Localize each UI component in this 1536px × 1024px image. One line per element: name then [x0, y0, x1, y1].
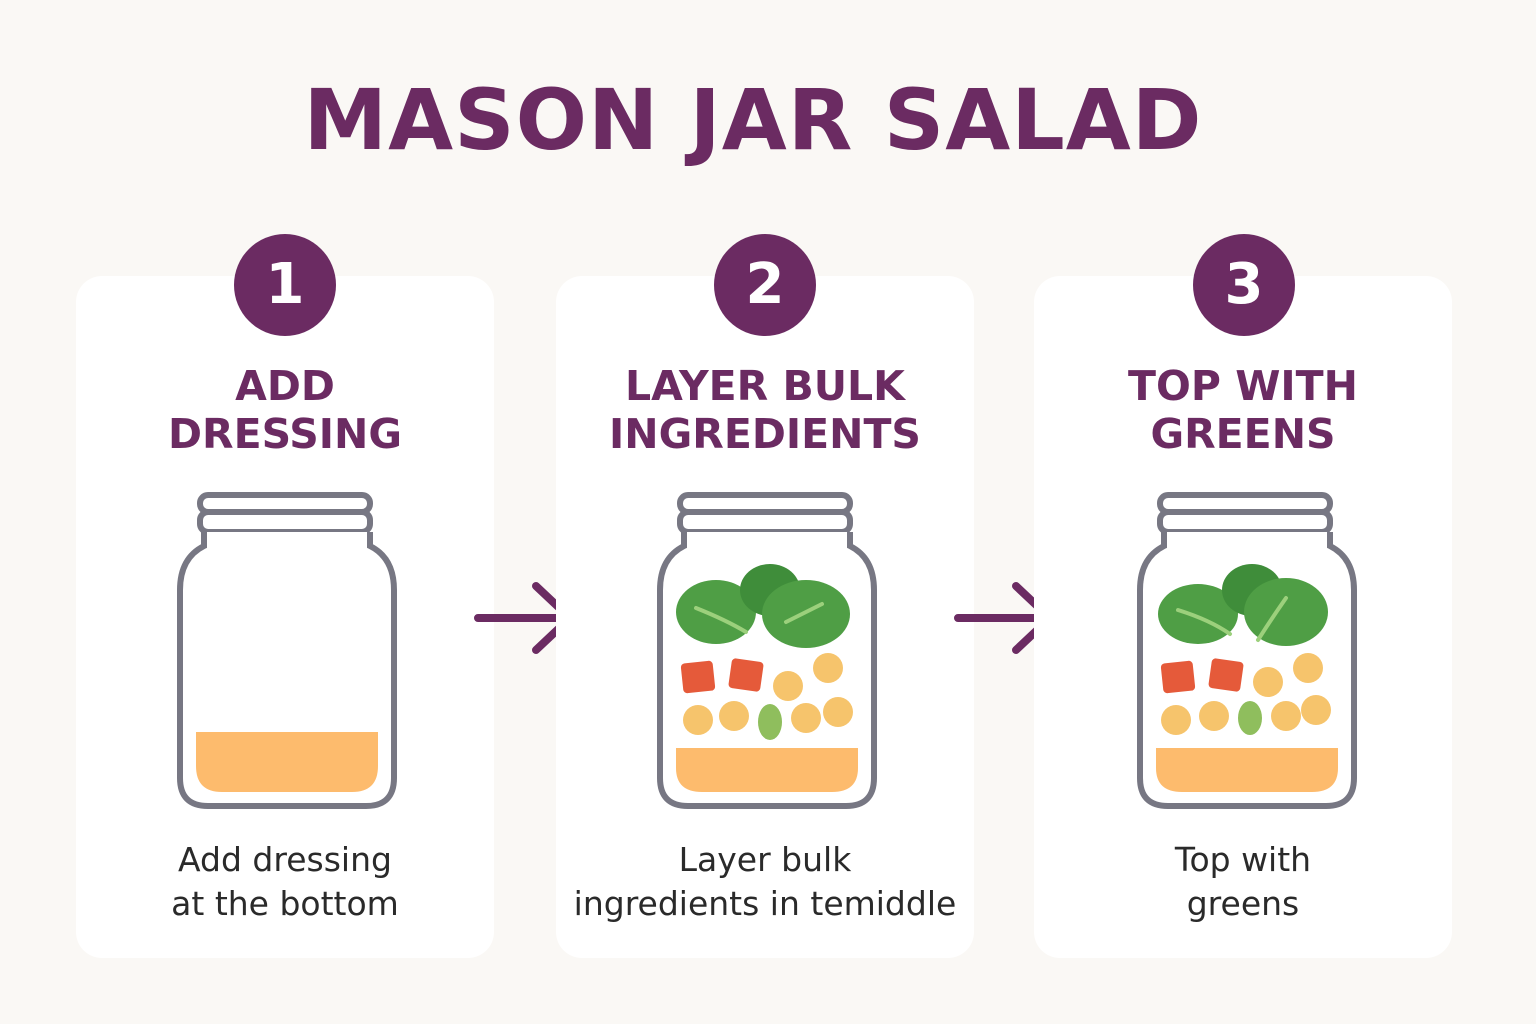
- chickpea-icon: [1161, 705, 1191, 735]
- step-title-line: ADD: [235, 362, 335, 410]
- step-title-line: LAYER BULK: [625, 362, 905, 410]
- dressing-layer: [196, 732, 378, 792]
- step-number-badge: 3: [1193, 234, 1295, 336]
- chickpea-icon: [773, 671, 803, 701]
- greens-layer: [676, 564, 850, 648]
- step-number-badge: 1: [234, 234, 336, 336]
- step-title: TOP WITH GREENS: [1034, 362, 1452, 458]
- chickpea-icon: [683, 705, 713, 735]
- page-title: MASON JAR SALAD: [303, 71, 1203, 169]
- cucumber-icon: [758, 704, 782, 740]
- step-description: Layer bulk ingredients in temiddle: [556, 838, 974, 926]
- mason-jar-icon: [177, 492, 397, 809]
- spinach-leaf-icon: [1244, 578, 1328, 646]
- bulk-layer: [680, 653, 853, 740]
- dressing-layer: [1156, 748, 1338, 792]
- tomato-cube-icon: [728, 658, 764, 692]
- step-description-line: Top with: [1174, 840, 1312, 879]
- bulk-layer: [1160, 653, 1331, 735]
- step-description-line: greens: [1186, 884, 1300, 923]
- spinach-leaf-icon: [1158, 584, 1238, 644]
- step-description-line: ingredients in temiddle: [573, 884, 957, 923]
- step-description-line: Layer bulk: [678, 840, 852, 879]
- chickpea-icon: [1271, 701, 1301, 731]
- step-title-line: TOP WITH: [1128, 362, 1358, 410]
- greens-layer: [1158, 564, 1328, 646]
- step-title-line: DRESSING: [167, 410, 403, 458]
- tomato-cube-icon: [680, 660, 716, 694]
- cucumber-icon: [1238, 701, 1262, 735]
- tomato-cube-icon: [1208, 658, 1244, 692]
- step-description: Add dressing at the bottom: [76, 838, 494, 926]
- mason-jar-icon: [657, 492, 877, 809]
- step-description: Top with greens: [1034, 838, 1452, 926]
- chickpea-icon: [1199, 701, 1229, 731]
- chickpea-icon: [813, 653, 843, 683]
- chickpea-icon: [823, 697, 853, 727]
- step-title: ADD DRESSING: [76, 362, 494, 458]
- step-number-badge: 2: [714, 234, 816, 336]
- chickpea-icon: [791, 703, 821, 733]
- tomato-cube-icon: [1160, 660, 1196, 694]
- dressing-layer: [676, 748, 858, 792]
- chickpea-icon: [1293, 653, 1323, 683]
- step-description-line: at the bottom: [171, 884, 399, 923]
- step-title: LAYER BULK INGREDIENTS: [556, 362, 974, 458]
- mason-jar-icon: [1137, 492, 1357, 809]
- chickpea-icon: [719, 701, 749, 731]
- step-title-line: GREENS: [1150, 410, 1336, 458]
- chickpea-icon: [1253, 667, 1283, 697]
- chickpea-icon: [1301, 695, 1331, 725]
- step-description-line: Add dressing: [178, 840, 392, 879]
- step-title-line: INGREDIENTS: [609, 410, 921, 458]
